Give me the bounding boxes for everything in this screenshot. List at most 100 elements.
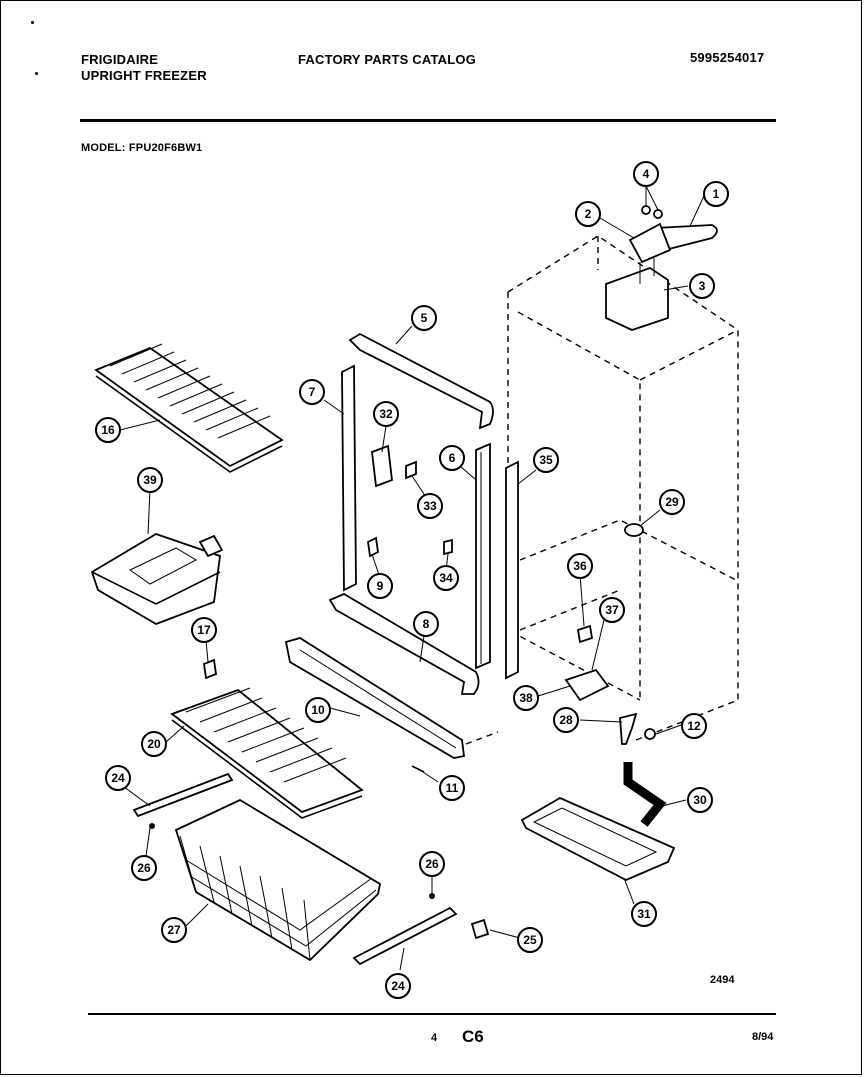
toe-grille — [284, 637, 465, 759]
callout-39: 39 — [137, 467, 163, 493]
drain-pan — [520, 796, 676, 881]
callout-28: 28 — [553, 707, 579, 733]
callout-37: 37 — [599, 597, 625, 623]
callout-label: 28 — [559, 713, 573, 727]
cabinet-outline — [507, 235, 739, 741]
callout-label: 11 — [446, 781, 459, 795]
callout-12: 12 — [681, 713, 707, 739]
callout-10: 10 — [305, 697, 331, 723]
callout-label: 33 — [423, 499, 437, 513]
callout-2: 2 — [575, 201, 601, 227]
model-number: FPU20F6BW1 — [128, 142, 203, 154]
shelf-support — [203, 658, 217, 680]
callout-label: 26 — [137, 861, 151, 875]
scan-speck — [31, 21, 34, 24]
callout-label: 10 — [311, 703, 325, 717]
product-type: UPRIGHT FREEZER — [81, 68, 207, 83]
callout-25: 25 — [517, 927, 543, 953]
callout-32: 32 — [373, 401, 399, 427]
small-fasteners — [367, 536, 453, 558]
callout-label: 6 — [449, 451, 456, 465]
basket-slide-right — [352, 906, 458, 966]
wire-shelf-upper — [94, 343, 284, 473]
scan-speck — [35, 72, 38, 75]
callout-label: 17 — [197, 623, 211, 637]
callout-3: 3 — [689, 273, 715, 299]
callout-5: 5 — [411, 305, 437, 331]
drain-fitting — [619, 712, 656, 745]
callout-label: 30 — [693, 793, 707, 807]
callout-label: 29 — [665, 495, 679, 509]
basket-slide-left — [132, 772, 234, 818]
door-gasket-bottom — [328, 592, 480, 695]
callout-16: 16 — [95, 417, 121, 443]
page-number: 4 — [431, 1032, 438, 1044]
callout-26-left: 26 — [131, 855, 157, 881]
callout-9: 9 — [367, 573, 393, 599]
callout-24-right: 24 — [385, 973, 411, 999]
callout-label: 16 — [101, 423, 115, 437]
callout-17: 17 — [191, 617, 217, 643]
callout-label: 24 — [391, 979, 405, 993]
callout-label: 9 — [377, 579, 384, 593]
catalog-part-number: 5995254017 — [690, 50, 765, 65]
callout-29: 29 — [659, 489, 685, 515]
callout-1: 1 — [703, 181, 729, 207]
section-code: C6 — [462, 1027, 484, 1046]
callout-label: 3 — [699, 279, 706, 293]
callout-4: 4 — [633, 161, 659, 187]
callout-38: 38 — [513, 685, 539, 711]
drawing-number: 2494 — [710, 974, 735, 986]
callout-label: 39 — [143, 473, 157, 487]
callout-31: 31 — [631, 901, 657, 927]
callout-label: 24 — [111, 771, 125, 785]
model-line: MODEL: FPU20F6BW1 — [81, 142, 202, 154]
callout-label: 27 — [167, 923, 181, 937]
brand-name: FRIGIDAIRE — [81, 52, 159, 67]
catalog-title: FACTORY PARTS CATALOG — [298, 52, 477, 67]
revision-date: 8/94 — [752, 1031, 774, 1043]
callout-label: 25 — [523, 933, 537, 947]
footer-rule — [88, 1013, 776, 1015]
callout-label: 38 — [519, 691, 533, 705]
callout-27: 27 — [161, 917, 187, 943]
callout-label: 36 — [573, 559, 587, 573]
wire-basket — [174, 798, 382, 962]
callout-20: 20 — [141, 731, 167, 757]
callout-label: 34 — [439, 571, 453, 585]
brand-block: FRIGIDAIRE UPRIGHT FREEZER — [81, 52, 207, 84]
callout-label: 4 — [643, 167, 650, 181]
door-gasket-left — [341, 364, 357, 592]
control-assembly — [605, 205, 718, 331]
header-rule — [80, 119, 776, 122]
callout-label: 20 — [147, 737, 161, 751]
grille-screw-path — [465, 731, 499, 745]
callout-35: 35 — [533, 447, 559, 473]
door-gasket-top — [348, 332, 494, 430]
callout-36: 36 — [567, 553, 593, 579]
wire-shelf-lower — [170, 687, 364, 819]
callout-label: 12 — [687, 719, 701, 733]
callout-label: 7 — [309, 385, 316, 399]
breaker-strip — [505, 460, 519, 680]
drain-plug — [624, 523, 644, 537]
model-label: MODEL: — [81, 142, 126, 154]
callout-label: 32 — [379, 407, 393, 421]
callout-24-left: 24 — [105, 765, 131, 791]
door-gasket-right — [475, 442, 491, 670]
slide-screws — [149, 823, 435, 899]
callout-7: 7 — [299, 379, 325, 405]
drain-bracket — [564, 624, 610, 702]
callout-26-right: 26 — [419, 851, 445, 877]
callout-label: 5 — [421, 311, 428, 325]
callout-8: 8 — [413, 611, 439, 637]
callout-label: 31 — [637, 907, 651, 921]
callout-34: 34 — [433, 565, 459, 591]
callout-label: 8 — [423, 617, 430, 631]
slide-bracket — [470, 918, 490, 940]
callout-30: 30 — [687, 787, 713, 813]
callout-6: 6 — [439, 445, 465, 471]
callout-label: 2 — [585, 207, 592, 221]
